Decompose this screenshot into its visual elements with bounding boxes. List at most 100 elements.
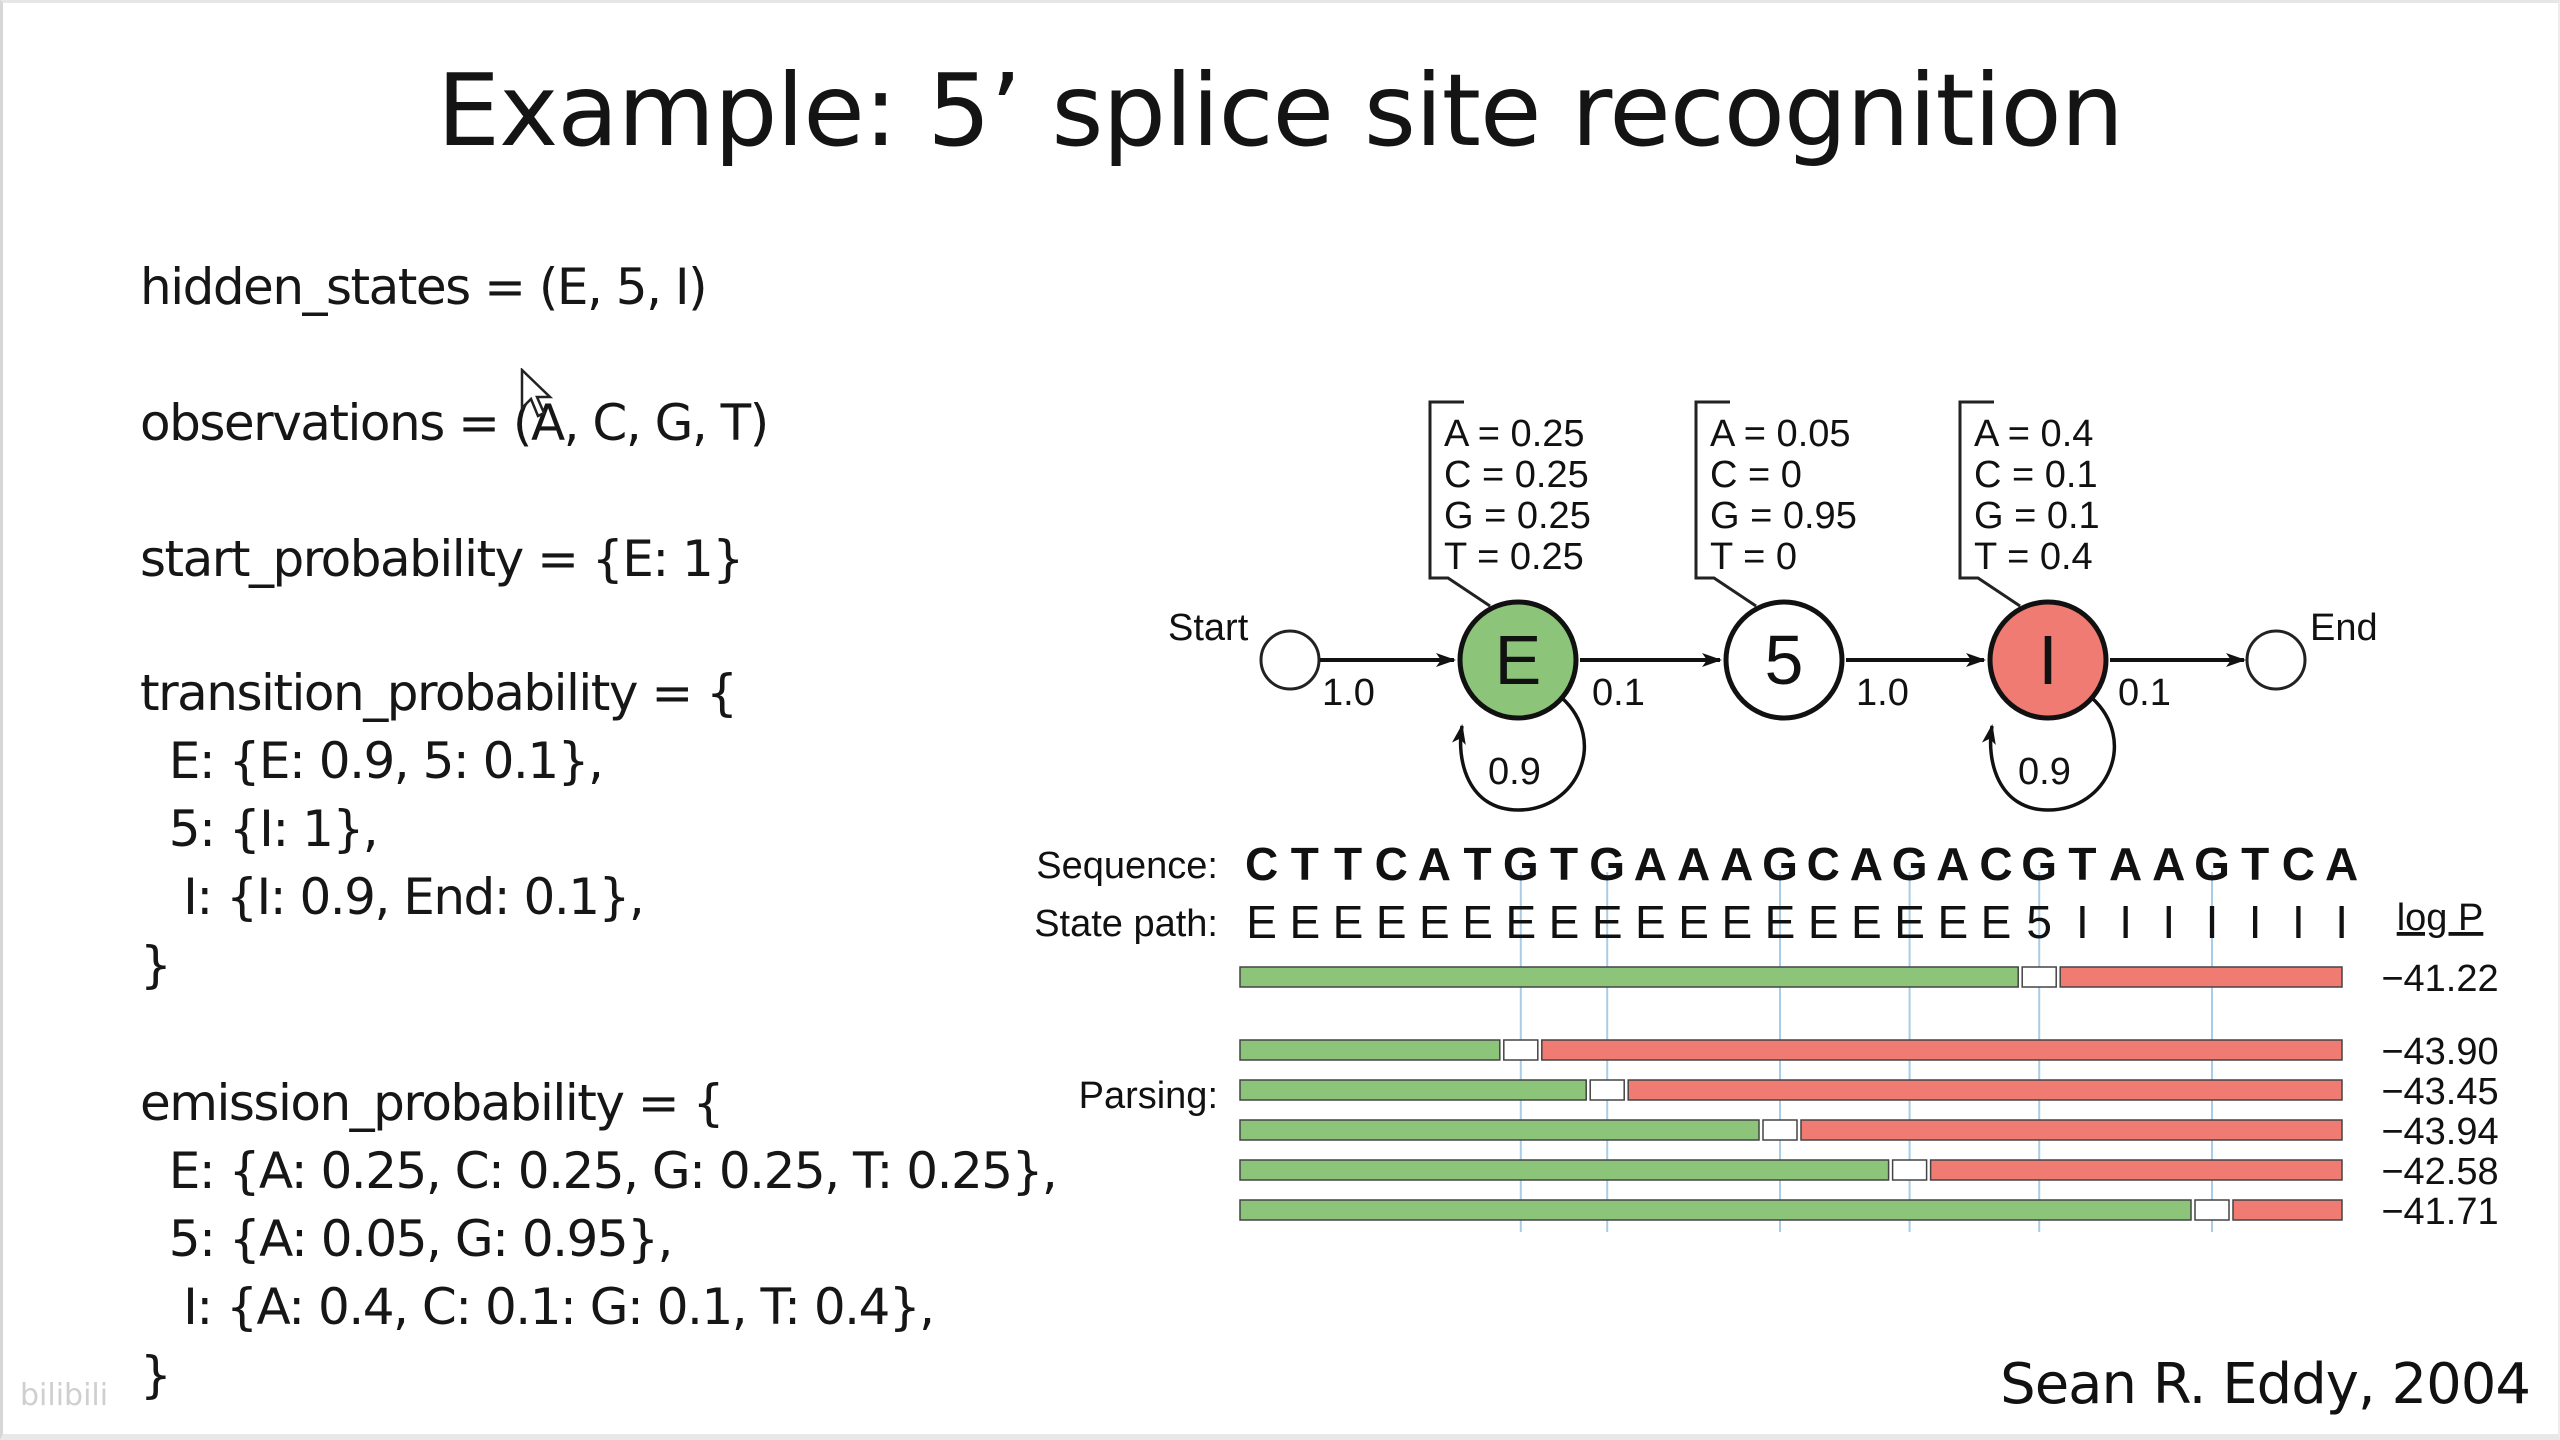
sequence-base: G: [2194, 838, 2230, 890]
emission-value: C = 0.1: [1974, 454, 2098, 496]
watermark-logo: bilibili: [20, 1378, 109, 1413]
end-node: [2245, 629, 2307, 691]
sequence-base: A: [1720, 838, 1753, 890]
state-path-label: State path:: [1034, 903, 1218, 945]
emission-value: A = 0.4: [1974, 413, 2093, 455]
sequence-base: A: [1936, 838, 1969, 890]
parse-bar-splice: [1503, 1039, 1539, 1061]
state-label: E: [1495, 621, 1542, 699]
sequence-base: G: [2021, 838, 2057, 890]
emission-value: C = 0.25: [1444, 454, 1589, 496]
sequence-base: T: [2241, 838, 2269, 890]
sequence-base: A: [1677, 838, 1710, 890]
parse-bar-exon: [1239, 1039, 1501, 1061]
mouse-cursor-icon: [520, 368, 554, 418]
parse-bar-splice: [1891, 1159, 1928, 1181]
emission-bracket: [1428, 400, 1491, 608]
code-line: emission_probability = {: [140, 1074, 724, 1132]
state-path-symbol: E: [1333, 896, 1364, 948]
sequence-base: G: [1589, 838, 1625, 890]
start-label: Start: [1168, 607, 1249, 649]
state-path-symbol: I: [2335, 896, 2348, 948]
sequence-label: Sequence:: [1036, 845, 1218, 887]
transition-probability: 0.1: [2118, 672, 2171, 714]
parse-bar-splice: [1589, 1079, 1625, 1101]
state-path-symbol: E: [1289, 896, 1320, 948]
state-path-symbol: E: [1246, 896, 1277, 948]
state-path-symbol: I: [2206, 896, 2219, 948]
state-path-symbol: I: [2292, 896, 2305, 948]
parse-logp-value: −42.58: [2381, 1151, 2498, 1193]
state-path-symbol: E: [1462, 896, 1493, 948]
hmm-state-5: [1723, 599, 1845, 721]
end-label: End: [2310, 607, 2378, 649]
sequence-base: T: [2068, 838, 2096, 890]
hmm-state-e: [1457, 599, 1579, 721]
emission-value: C = 0: [1710, 454, 1802, 496]
parse-bar-exon: [1239, 1199, 2192, 1221]
state-path-symbol: E: [1376, 896, 1407, 948]
sequence-base: G: [1503, 838, 1539, 890]
state-path-symbol: E: [1765, 896, 1796, 948]
code-line: }: [140, 1346, 172, 1404]
sequence-base: A: [1634, 838, 1667, 890]
state-path-symbol: E: [1419, 896, 1450, 948]
sequence-base: C: [1979, 838, 2012, 890]
transition-probability: 0.1: [1592, 672, 1645, 714]
sequence-base: C: [1375, 838, 1408, 890]
sequence-base: G: [1762, 838, 1798, 890]
code-line: observations = (A, C, G, T): [140, 394, 769, 452]
sequence-base: A: [2325, 838, 2358, 890]
sequence-base: G: [1892, 838, 1928, 890]
parse-bar-intron: [1627, 1079, 2343, 1101]
parse-bar-intron: [1541, 1039, 2343, 1061]
self-loop-probability: 0.9: [2018, 751, 2071, 793]
emission-value: T = 0.25: [1444, 536, 1584, 578]
parse-logp-value: −43.45: [2381, 1071, 2498, 1113]
parse-bar-splice: [2194, 1199, 2230, 1221]
state-path-symbol: E: [1894, 896, 1925, 948]
parsing-label: Parsing:: [1079, 1075, 1218, 1117]
code-line: E: {E: 0.9, 5: 0.1},: [140, 732, 604, 790]
parse-bar-intron: [1800, 1119, 2343, 1141]
sequence-base: C: [1807, 838, 1840, 890]
state-path-symbol: E: [1981, 896, 2012, 948]
code-line: I: {A: 0.4, C: 0.1: G: 0.1, T: 0.4},: [140, 1278, 935, 1336]
code-line: I: {I: 0.9, End: 0.1},: [140, 868, 645, 926]
sequence-base: T: [1550, 838, 1578, 890]
state-label: 5: [1765, 621, 1804, 699]
state-path-symbol: 5: [2026, 896, 2052, 948]
parse-logp-value: −43.94: [2381, 1111, 2498, 1153]
state-path-symbol: E: [1678, 896, 1709, 948]
hmm-state-i: [1987, 599, 2109, 721]
emission-value: G = 0.25: [1444, 495, 1591, 537]
parse-bar-exon: [1239, 1079, 1587, 1101]
code-line: hidden_states = (E, 5, I): [140, 258, 708, 316]
state-label: I: [2038, 621, 2057, 699]
citation-credit: Sean R. Eddy, 2004: [2000, 1352, 2531, 1417]
code-line: E: {A: 0.25, C: 0.25, G: 0.25, T: 0.25},: [140, 1142, 1058, 1200]
parse-logp-value: −41.22: [2381, 958, 2498, 1000]
sequence-base: T: [1334, 838, 1362, 890]
sequence-base: C: [2282, 838, 2315, 890]
emission-value: A = 0.25: [1444, 413, 1585, 455]
state-path-symbol: E: [1721, 896, 1752, 948]
state-path-symbol: I: [2162, 896, 2175, 948]
parse-bar-exon: [1239, 1159, 1890, 1181]
code-line: transition_probability = {: [140, 664, 738, 722]
code-line: start_probability = {E: 1}: [140, 530, 744, 588]
parse-bar-exon: [1239, 966, 2019, 988]
parse-bar-intron: [2059, 966, 2343, 988]
parse-bar-splice: [2021, 966, 2057, 988]
state-path-symbol: E: [1937, 896, 1968, 948]
parse-logp-value: −43.90: [2381, 1031, 2498, 1073]
self-loop-arrow: [1451, 696, 1587, 812]
emission-bracket: [1694, 400, 1757, 608]
transition-probability: 1.0: [1322, 672, 1375, 714]
transition-probability: 1.0: [1856, 672, 1909, 714]
state-path-symbol: I: [2076, 896, 2089, 948]
sequence-base: A: [1850, 838, 1883, 890]
logp-header: log P: [2397, 897, 2484, 939]
state-path-symbol: E: [1505, 896, 1536, 948]
sequence-base: A: [2109, 838, 2142, 890]
